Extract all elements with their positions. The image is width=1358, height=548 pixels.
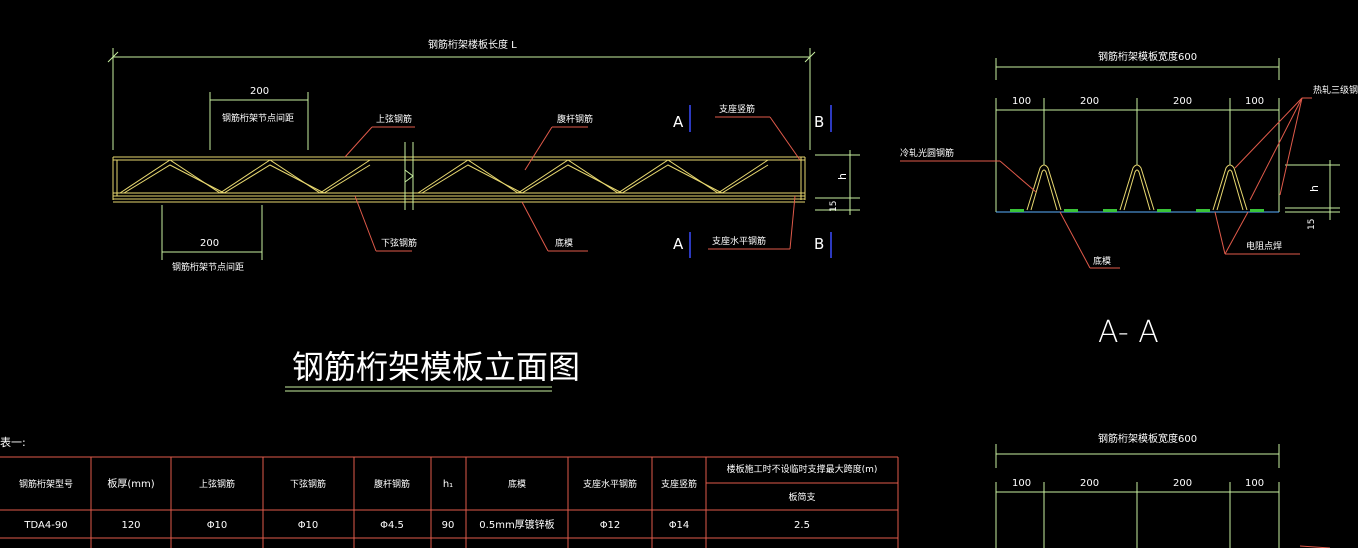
section-bb-view	[995, 444, 1331, 548]
bb-dim-2: 200	[1080, 478, 1099, 489]
aa-height-label: h	[1308, 185, 1321, 192]
aa-dim-1: 100	[1012, 96, 1031, 107]
header-upper-bar: 上弦钢筋	[199, 478, 235, 490]
cover-dim-label: 15	[829, 201, 839, 212]
spec-table	[0, 456, 899, 548]
hot-rolled-label: 热轧三级钢	[1313, 84, 1358, 96]
bb-dim-3: 200	[1173, 478, 1192, 489]
cell-bottom-plate: 0.5mm厚镀锌板	[479, 518, 554, 531]
bb-dim-4: 100	[1245, 478, 1264, 489]
aa-cover-label: 15	[1307, 219, 1317, 230]
section-aa-view	[900, 58, 1340, 269]
cell-upper-bar: Φ10	[207, 520, 228, 531]
aa-dim-3: 200	[1173, 96, 1192, 107]
aa-dim-2: 200	[1080, 96, 1099, 107]
header-support-vertical: 支座竖筋	[661, 478, 697, 490]
cell-h1: 90	[442, 520, 455, 531]
cell-web-bar: Φ4.5	[380, 520, 404, 531]
header-simply-supported: 板简支	[788, 491, 815, 503]
aa-dim-4: 100	[1245, 96, 1264, 107]
table-row: TDA4-90 120 Φ10 Φ10 Φ4.5 90 0.5mm厚镀锌板 Φ1…	[23, 518, 810, 531]
bb-width-label: 钢筋桁架模板宽度600	[1098, 432, 1197, 445]
aa-bottom-plate-label: 底模	[1093, 255, 1111, 267]
table-caption: 表一:	[0, 435, 26, 449]
cell-model: TDA4-90	[23, 520, 67, 531]
node-spacing-bottom-value: 200	[200, 238, 219, 249]
header-bottom-plate: 底模	[508, 478, 526, 490]
truss-web-line	[123, 164, 371, 194]
header-support-horizontal: 支座水平钢筋	[583, 478, 637, 490]
node-spacing-top-value: 200	[250, 86, 269, 97]
truss-web-line	[417, 159, 769, 194]
truss-web-line	[119, 159, 371, 194]
section-aa-title: A- A	[1098, 315, 1159, 350]
header-model: 钢筋桁架型号	[19, 478, 73, 490]
bottom-plate-label: 底模	[555, 237, 573, 249]
elevation-view	[107, 48, 860, 392]
header-h1: h₁	[443, 479, 453, 490]
spot-weld-label: 电阻点焊	[1246, 240, 1282, 252]
section-mark-a-bottom: A	[673, 235, 684, 253]
section-mark-a-top: A	[673, 113, 684, 131]
header-web-bar: 腹杆钢筋	[374, 478, 410, 490]
node-spacing-bottom-label: 钢筋桁架节点间距	[172, 261, 244, 273]
cell-lower-bar: Φ10	[298, 520, 319, 531]
aa-width-label: 钢筋桁架模板宽度600	[1098, 50, 1197, 63]
cell-thickness: 120	[121, 520, 140, 531]
lower-bar-label: 下弦钢筋	[381, 237, 417, 249]
bb-dim-1: 100	[1012, 478, 1031, 489]
section-mark-b-bottom: B	[814, 235, 824, 253]
cold-rolled-label: 冷轧光圆钢筋	[900, 147, 954, 159]
header-thickness: 板厚(mm)	[107, 477, 154, 490]
cell-support-vertical: Φ14	[669, 520, 690, 531]
truss-web-line	[421, 164, 769, 194]
web-bar-label: 腹杆钢筋	[557, 113, 593, 125]
upper-bar-label: 上弦钢筋	[376, 113, 412, 125]
cell-max-span: 2.5	[794, 520, 810, 531]
section-mark-b-top: B	[814, 113, 824, 131]
support-horizontal-label: 支座水平钢筋	[712, 235, 766, 247]
header-max-span: 楼板施工时不设临时支撑最大跨度(m)	[727, 463, 878, 475]
table-header-row: 钢筋桁架型号 板厚(mm) 上弦钢筋 下弦钢筋 腹杆钢筋 h₁ 底模 支座水平钢…	[19, 463, 877, 503]
height-dim-label: h	[836, 173, 849, 180]
cell-support-horizontal: Φ12	[600, 520, 621, 531]
node-spacing-top-label: 钢筋桁架节点间距	[222, 112, 294, 124]
header-lower-bar: 下弦钢筋	[290, 478, 326, 490]
elevation-title: 钢筋桁架模板立面图	[292, 348, 580, 386]
length-dim-label: 钢筋桁架楼板长度 L	[428, 38, 517, 51]
support-vertical-label: 支座竖筋	[719, 103, 755, 115]
